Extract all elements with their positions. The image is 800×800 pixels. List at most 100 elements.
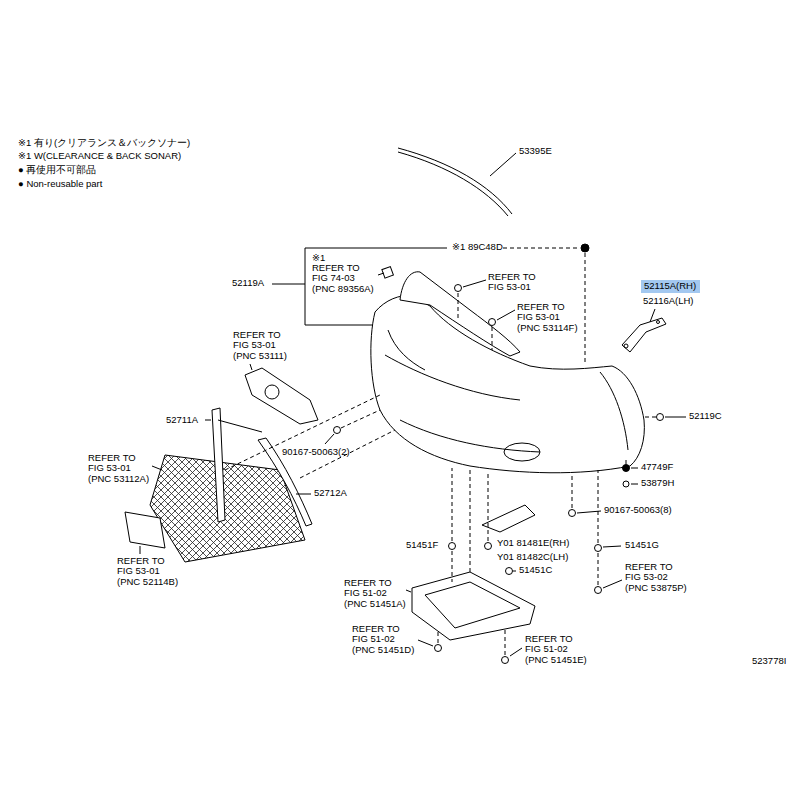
fastener — [581, 244, 589, 252]
part-number: 52712A — [314, 488, 347, 498]
engine-under-cover — [425, 582, 520, 628]
legend-note: ※1 有り(クリアランス＆バックソナー) — [18, 138, 190, 148]
leader-line — [152, 466, 162, 470]
fastener — [334, 244, 664, 664]
reference-note: REFER TO FIG 53-01 (PNC 53111) — [233, 330, 297, 361]
molding-strip — [398, 148, 512, 214]
legend-note: ● Non-reusable part — [18, 179, 102, 189]
leader-line — [296, 494, 311, 495]
engine-under-cover — [412, 572, 535, 640]
part-number: 52119A — [232, 278, 264, 288]
grille-molding — [218, 420, 262, 432]
reference-note: REFER TO FIG 53-01 — [488, 272, 552, 293]
reference-note: REFER TO FIG 51-02 (PNC 51451E) — [525, 634, 589, 665]
leader-line — [463, 280, 486, 287]
fastener — [506, 568, 513, 575]
fastener — [595, 587, 602, 594]
legend-note: ※1 — [312, 253, 325, 263]
fastener — [569, 510, 576, 517]
leader-line — [325, 434, 334, 444]
reference-note: REFER TO FIG 53-01 (PNC 52114B) — [117, 556, 181, 587]
fastener — [657, 414, 664, 421]
bracket-line — [272, 284, 305, 285]
assembly-line — [598, 553, 599, 585]
reference-note: REFER TO FIG 74-03 (PNC 89356A) — [312, 263, 376, 294]
assembly-line — [503, 248, 580, 249]
leader-line — [665, 417, 686, 418]
assembly-line — [585, 253, 586, 364]
assembly-line — [598, 470, 599, 543]
fastener — [334, 427, 341, 434]
assembly-line — [452, 551, 453, 582]
bumper-bracket — [624, 344, 628, 348]
assembly-line — [225, 248, 656, 655]
molding-strip — [398, 152, 508, 216]
leader-line — [603, 580, 622, 588]
leader-line — [513, 571, 516, 572]
leader-line — [650, 309, 655, 322]
engine-under-cover — [412, 572, 535, 640]
fastener — [489, 319, 496, 326]
plate-bracket — [125, 512, 165, 548]
reference-note: REFER TO FIG 53-02 (PNC 53875P) — [625, 562, 689, 593]
leader-line — [603, 546, 621, 547]
bracket-line — [305, 325, 372, 326]
plate-bracket — [125, 512, 165, 548]
legend-note: ● 再使用不可部品 — [18, 165, 96, 175]
part-number: 90167-50063(2) — [282, 447, 350, 457]
leader-line — [497, 310, 515, 320]
part-number: 51451G — [625, 540, 659, 550]
bumper-cover — [371, 296, 645, 473]
assembly-line — [470, 470, 471, 572]
part-number: 53395E — [519, 146, 552, 156]
part-number: 52119C — [689, 411, 722, 421]
highlighted-part-number: 52115A(RH) — [641, 280, 700, 293]
fog-bezel — [482, 505, 535, 532]
part-number: 52115A(RH) — [644, 281, 697, 291]
fastener — [623, 465, 630, 472]
part-number: 47749F — [641, 462, 673, 472]
part-number: Y01 81481E(RH) — [497, 538, 569, 548]
leader-line — [418, 640, 433, 646]
assembly-line — [341, 410, 380, 428]
leader-line — [631, 484, 638, 485]
leader-line — [250, 364, 252, 370]
reference-note: REFER TO FIG 53-01 (PNC 53112A) — [88, 453, 152, 484]
bumper-bracket — [622, 318, 666, 352]
part-number: 52116A(LH) — [643, 296, 694, 306]
fastener — [485, 543, 492, 550]
assembly-line — [225, 395, 380, 470]
bracket-line — [305, 248, 447, 249]
emblem-holder — [245, 368, 318, 424]
parts-illustration — [125, 148, 686, 664]
fastener — [435, 645, 442, 652]
part-number: ※1 89C48D — [452, 242, 503, 252]
bumper-cover — [504, 443, 540, 461]
part-number: 52711A — [166, 415, 198, 425]
assembly-line — [626, 460, 627, 464]
fastener — [623, 481, 629, 487]
assembly-line — [492, 327, 493, 350]
leader-line — [140, 546, 141, 554]
reference-note: REFER TO FIG 51-02 (PNC 51451D) — [352, 624, 416, 655]
leader-line — [631, 468, 638, 469]
bumper-cover — [400, 420, 540, 452]
emblem-holder — [245, 368, 318, 424]
bumper-cover — [600, 372, 628, 450]
part-number: 523778I — [752, 656, 786, 666]
reference-note: REFER TO FIG 51-02 (PNC 51451A) — [344, 578, 408, 609]
grille-molding — [212, 408, 225, 522]
assembly-line — [438, 632, 439, 643]
leader-line — [378, 273, 384, 275]
leader-line — [577, 511, 601, 513]
fastener — [449, 543, 456, 550]
assembly-line — [452, 468, 453, 541]
fastener — [455, 285, 462, 292]
sensor-cap — [382, 267, 394, 279]
bumper-bracket — [622, 318, 666, 352]
bumper-cover — [371, 296, 645, 473]
assembly-line — [458, 293, 459, 318]
part-number: 90167-50063(8) — [604, 505, 672, 515]
